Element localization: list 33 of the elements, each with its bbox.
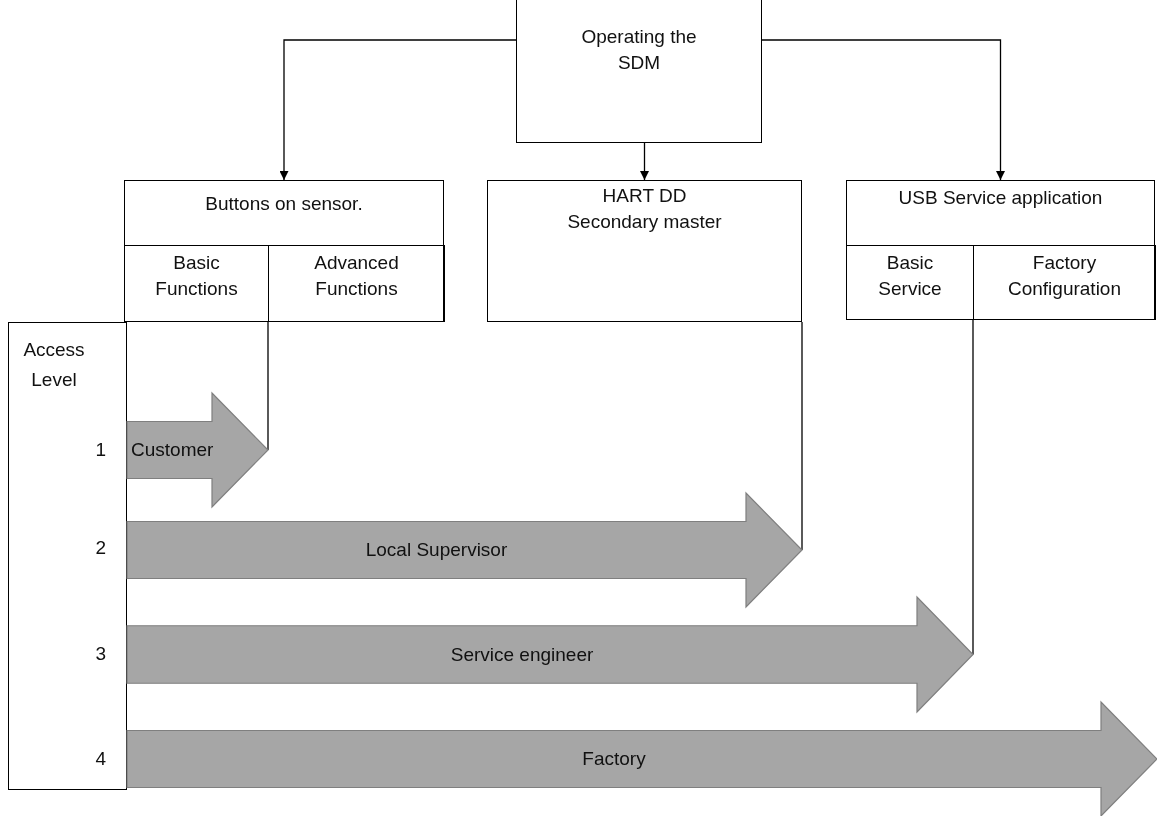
box-label: Basic Functions xyxy=(154,251,239,301)
process-box xyxy=(487,180,802,322)
process-box xyxy=(124,180,444,322)
leader-line xyxy=(267,321,269,451)
leader-line xyxy=(972,319,974,656)
leader-line xyxy=(801,321,803,551)
band-label: Local Supervisor xyxy=(365,538,508,562)
band-label: Service engineer xyxy=(450,642,594,667)
box-label: Basic Service xyxy=(877,251,943,301)
access-level-band xyxy=(127,393,268,507)
sub-cell xyxy=(973,245,1156,320)
box-label: HART DD Secondary master xyxy=(566,184,723,234)
band-label: Factory xyxy=(582,747,646,771)
band-label: Customer xyxy=(131,438,214,462)
level-number: 2 xyxy=(95,536,106,560)
arrow xyxy=(640,142,649,181)
access-level-band xyxy=(127,597,973,712)
access-level-band xyxy=(127,702,1157,816)
sub-cell xyxy=(268,245,445,322)
access-level-band xyxy=(127,493,802,607)
level-number: 1 xyxy=(95,438,106,462)
heading-text: Access Level xyxy=(22,338,86,392)
box-label: Advanced Functions xyxy=(313,251,400,301)
box-label: Factory Configuration xyxy=(1007,251,1122,301)
box-label: USB Service application xyxy=(897,186,1104,210)
level-number: 4 xyxy=(95,747,106,771)
box-label: Buttons on sensor. xyxy=(204,192,364,216)
level-number: 3 xyxy=(95,642,106,666)
arrow xyxy=(279,39,517,181)
box-label: Operating the SDM xyxy=(580,25,698,75)
process-box xyxy=(516,0,762,143)
arrow xyxy=(761,39,1005,181)
process-box xyxy=(846,180,1155,320)
